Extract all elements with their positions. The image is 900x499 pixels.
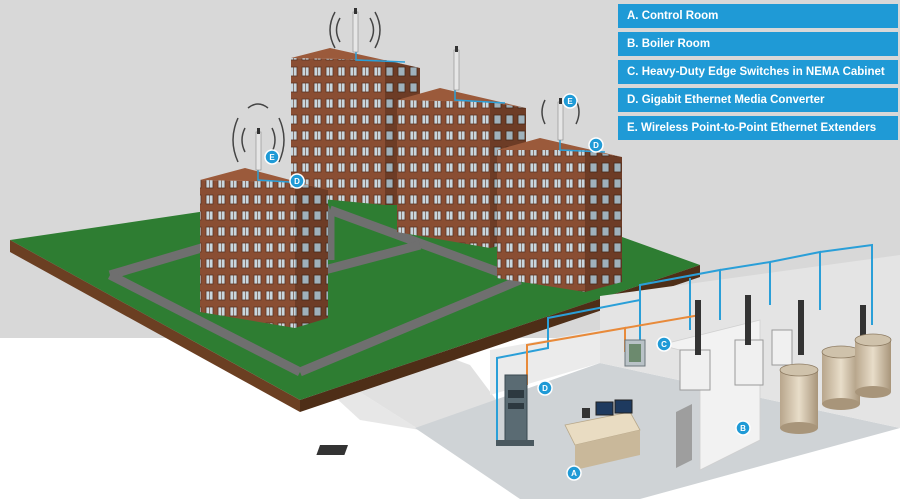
marker-d-building-right: D [588, 137, 604, 153]
svg-text:D: D [593, 141, 599, 150]
marker-d-building-front-left: D [289, 173, 305, 189]
legend: A. Control Room B. Boiler Room C. Heavy-… [618, 4, 898, 144]
boiler-tank-2 [821, 345, 861, 410]
svg-text:C: C [661, 340, 667, 349]
svg-text:E: E [567, 97, 573, 106]
nema-cabinet [624, 339, 646, 367]
building-front-left [200, 128, 328, 328]
svg-text:A: A [571, 469, 577, 478]
building-right [497, 98, 622, 292]
legend-item-media-converter: D. Gigabit Ethernet Media Converter [618, 88, 898, 112]
svg-text:D: D [294, 177, 300, 186]
network-cables-blue [496, 243, 873, 440]
boiler-tank-3 [854, 333, 892, 398]
marker-a-control-room: A [566, 465, 582, 481]
wifi-waves-building-4 [232, 103, 285, 163]
legend-item-boiler-room: B. Boiler Room [618, 32, 898, 56]
svg-text:D: D [542, 384, 548, 393]
legend-item-edge-switches: C. Heavy-Duty Edge Switches in NEMA Cabi… [618, 60, 898, 84]
marker-b-boiler-room: B [735, 420, 751, 436]
marker-e-building-right: E [562, 93, 578, 109]
legend-item-wireless-extenders: E. Wireless Point-to-Point Ethernet Exte… [618, 116, 898, 140]
equipment-rack [496, 374, 534, 446]
boiler-tank-1 [779, 363, 819, 434]
svg-text:B: B [740, 424, 746, 433]
svg-text:E: E [269, 153, 275, 162]
legend-item-control-room: A. Control Room [618, 4, 898, 28]
wifi-waves-building-1 [329, 11, 381, 49]
control-desk [564, 399, 641, 470]
marker-d-media-converter: D [537, 380, 553, 396]
marker-e-building-front-left: E [264, 149, 280, 165]
boiler-equipment [679, 295, 866, 391]
marker-c-nema-cabinet: C [656, 336, 672, 352]
